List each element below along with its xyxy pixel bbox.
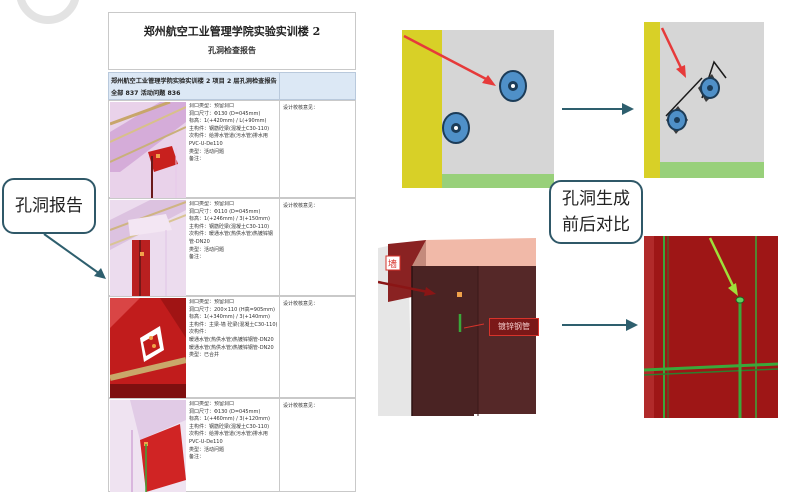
- report-title-block: 郑州航空工业管理学院实验实训楼 2 孔洞检查报告: [108, 12, 356, 70]
- hole-info-line: 洞口尺寸：Φ130 (D=045mm): [189, 110, 261, 117]
- hole-report-callout: 孔洞报告: [2, 178, 96, 234]
- hole-info-line: 标高：1(+340mm) / 3(+140mm): [189, 314, 270, 321]
- hole-info: 洞口类型：预留洞口 洞口尺寸：Φ130 (D=045mm) 标高：1(+420m…: [189, 103, 281, 164]
- design-review-note: 设计校核意见：: [283, 403, 319, 409]
- hole-info-line: 标高：1(+460mm) / 3(+120mm): [189, 416, 270, 423]
- hole-info-line: PVC-U-De110: [189, 140, 223, 147]
- hole-info-line: 暖通水管(热供水管)热镀锌钢管-DN20: [189, 344, 274, 351]
- hole-info-line: 洞口类型：预留洞口: [189, 401, 235, 407]
- before-hole-scene: [402, 30, 554, 188]
- hole-thumbnail: [110, 400, 186, 492]
- hole-info-line: 洞口类型：预留洞口: [189, 201, 235, 207]
- hole-thumbnail: [110, 102, 186, 198]
- report-table-header: 郑州航空工业管理学院实验实训楼 2 项目 2 层孔洞检查报告 全部 837 活动…: [108, 72, 356, 101]
- hole-info-line: 主构件：钢筋砼梁(混凝土C30-110): [189, 125, 270, 132]
- wall-sign-text: 墙: [388, 258, 397, 270]
- hole-thumbnail: [110, 200, 186, 296]
- hole-report-document: 郑州航空工业管理学院实验实训楼 2 孔洞检查报告 郑州航空工业管理学院实验实训楼…: [108, 12, 356, 492]
- hole-info-line: 标高：1(+246mm) / 3(+150mm): [189, 216, 270, 223]
- red-wall-pipe-scene: [644, 236, 778, 418]
- report-title: 郑州航空工业管理学院实验实训楼 2: [143, 25, 321, 38]
- hole-info-line: 次构件：: [189, 329, 210, 336]
- header-divider: [279, 73, 280, 101]
- hole-info-line: 主构件：钢筋砼梁(混凝土C30-110): [189, 223, 270, 230]
- hole-info-line: 洞口尺寸：Φ110 (D=045mm): [189, 208, 261, 215]
- hole-info-line: 标高：1(+420mm) / L(+90mm): [189, 118, 267, 125]
- design-review-note: 设计校核意见：: [283, 301, 319, 307]
- hole-thumbnail: [110, 298, 186, 398]
- hole-info-line: 洞口类型：预留洞口: [189, 299, 235, 305]
- row-divider: [279, 297, 280, 397]
- hole-info-line: 次构件：给排水管道(污水管)排水用: [189, 431, 268, 438]
- hole-info-line: PVC-U-De110: [189, 438, 223, 445]
- hole-info-line: 备注：: [189, 454, 205, 461]
- hole-info-line: 备注：: [189, 254, 205, 261]
- report-row[interactable]: 洞口类型：预留洞口 洞口尺寸：Φ110 (D=045mm) 标高：1(+246m…: [108, 198, 356, 296]
- compare-arrow-bottom: [562, 319, 638, 331]
- report-header-stats: 全部 837 活动问题 836: [111, 90, 181, 97]
- row-divider: [279, 199, 280, 295]
- hole-info-line: 洞口尺寸：200×110 (H高=905mm): [189, 306, 276, 313]
- report-row[interactable]: 洞口类型：预留洞口 洞口尺寸：200×110 (H高=905mm) 标高：1(+…: [108, 296, 356, 398]
- hole-info-line: 类型：活动问题: [189, 446, 225, 453]
- before-after-compare-callout: 孔洞生成 前后对比: [549, 180, 643, 244]
- hole-info-line: 主构件：钢筋砼梁(混凝土C30-110): [189, 423, 270, 430]
- report-row[interactable]: 洞口类型：预留洞口 洞口尺寸：Φ130 (D=045mm) 标高：1(+420m…: [108, 100, 356, 198]
- hole-info-line: 洞口类型：预留洞口: [189, 103, 235, 109]
- hole-info-line: 管-DN20: [189, 238, 210, 245]
- hole-info-line: 类型：活动问题: [189, 148, 225, 155]
- callout-line-1: 孔洞生成: [562, 189, 630, 209]
- galvanized-pipe-tag: 镀锌钢管: [489, 318, 539, 336]
- hole-info: 洞口类型：预留洞口 洞口尺寸：Φ110 (D=045mm) 标高：1(+246m…: [189, 201, 281, 262]
- design-review-note: 设计校核意见：: [283, 105, 319, 111]
- hole-info-line: 次构件：暖通水管(热供水管)热镀锌钢: [189, 231, 273, 238]
- hole-info-line: 主构件：主梁-墙 砼梁(混凝土C30-110): [189, 321, 278, 328]
- design-review-note: 设计校核意见：: [283, 203, 319, 209]
- row-divider: [279, 399, 280, 491]
- callout-label: 孔洞报告: [15, 196, 83, 216]
- compare-arrow-top: [562, 103, 634, 115]
- hole-info-line: 次构件：给排水管道(污水管)排水用: [189, 133, 268, 140]
- callout-pointer-arrow: [43, 233, 106, 279]
- hole-info: 洞口类型：预留洞口 洞口尺寸：Φ130 (D=045mm) 标高：1(+460m…: [189, 401, 281, 462]
- report-header-project: 郑州航空工业管理学院实验实训楼 2 项目 2 层孔洞检查报告: [111, 78, 277, 85]
- hole-info-line: 洞口尺寸：Φ130 (D=045mm): [189, 408, 261, 415]
- report-subtitle: 孔洞检查报告: [208, 46, 256, 55]
- row-divider: [279, 101, 280, 197]
- hole-info-line: 暖通水管(热供水管)热镀锌钢管-DN20: [189, 336, 274, 343]
- hole-info-line: 类型：已合并: [189, 352, 220, 359]
- callout-line-2: 前后对比: [562, 215, 630, 235]
- hole-info-line: 类型：活动问题: [189, 246, 225, 253]
- wall-pipe-3d-scene: 墙: [378, 236, 536, 416]
- hole-info-line: 备注：: [189, 156, 205, 163]
- after-hole-scene: [644, 22, 764, 178]
- report-row[interactable]: 洞口类型：预留洞口 洞口尺寸：Φ130 (D=045mm) 标高：1(+460m…: [108, 398, 356, 492]
- hole-info: 洞口类型：预留洞口 洞口尺寸：200×110 (H高=905mm) 标高：1(+…: [189, 299, 281, 360]
